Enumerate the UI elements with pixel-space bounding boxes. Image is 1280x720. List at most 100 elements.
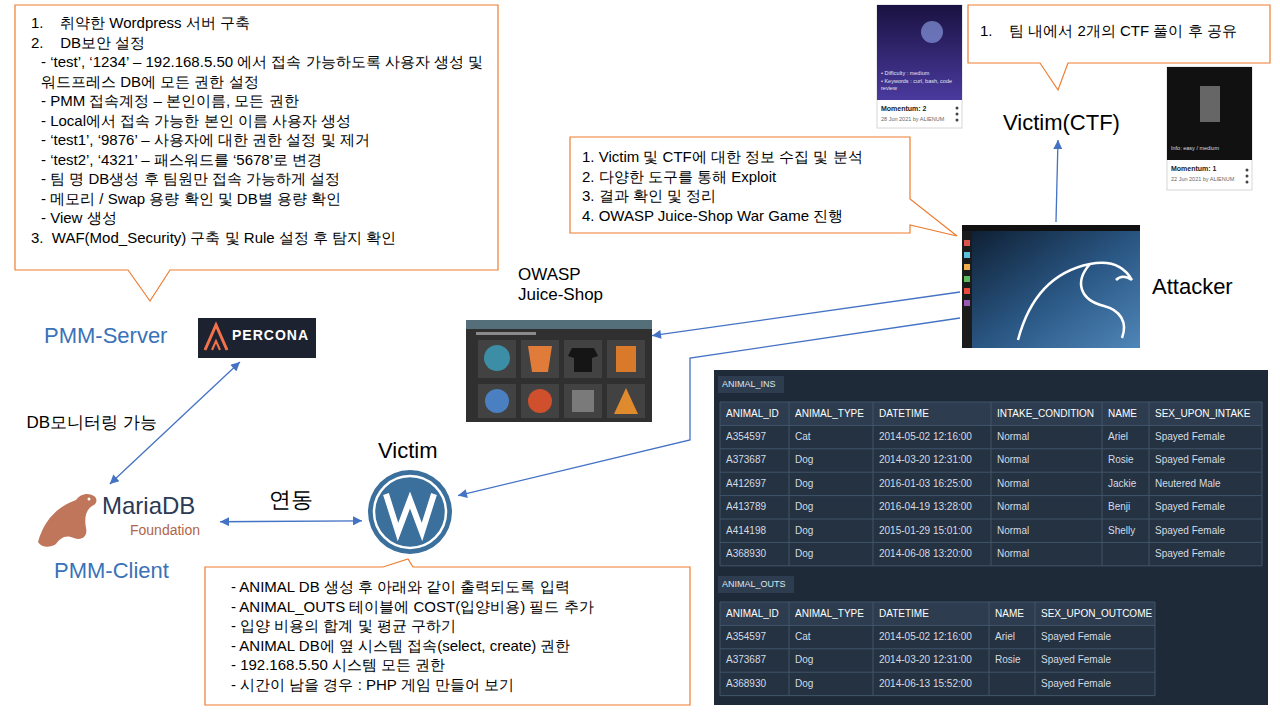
table-cell: 2014-05-02 12:16:00 <box>879 431 972 443</box>
callout-text: - ANIMAL DB 생성 후 아래와 같이 출력되도록 입력 <box>231 577 678 597</box>
label-slot: Dog <box>795 472 813 495</box>
table-header-row <box>720 602 1155 625</box>
wordpress-node: Victim <box>362 438 458 558</box>
callout-text: - Local에서 접속 가능한 본인 이름 사용자 생성 <box>41 111 488 131</box>
label-slot: NAME <box>995 602 1024 625</box>
menu-dot <box>1246 175 1249 178</box>
callout-box: 1. Victim 및 CTF에 대한 정보 수집 및 분석2. 다양한 도구를… <box>570 137 910 233</box>
edge-label-slot: DB모니터링 가능 <box>23 413 161 433</box>
table-cell: Shelly <box>1108 525 1135 537</box>
table-cell: Ariel <box>995 631 1015 643</box>
table-cell: Cat <box>795 631 811 643</box>
product-card <box>521 340 559 378</box>
table-panel <box>714 370 1268 705</box>
percona-icon <box>212 341 220 350</box>
label-slot: Dog <box>795 496 813 519</box>
table-cell: 2014-06-08 13:20:00 <box>879 548 972 560</box>
product-image <box>614 388 638 414</box>
label-slot: Normal <box>997 496 1029 519</box>
callout-border <box>968 5 1270 90</box>
table-grid <box>720 402 1262 566</box>
table-cell: Jackie <box>1108 478 1136 490</box>
table-header: NAME <box>995 608 1024 620</box>
dock-icon <box>964 240 970 246</box>
table-cell: Cat <box>795 431 811 443</box>
server-label: PMM-Server <box>44 323 167 349</box>
wordpress-logo <box>368 470 452 554</box>
product-card <box>607 340 645 378</box>
seal-eye <box>88 498 91 501</box>
wordpress-ring <box>374 476 446 548</box>
label-slot: A368930 <box>726 672 766 695</box>
label-slot: ANIMAL_TYPE <box>795 402 864 425</box>
table-header: DATETIME <box>879 608 929 620</box>
text-slot: Attacker <box>1152 274 1233 300</box>
wordpress-mark <box>386 494 434 532</box>
callout-text: - 메모리 / Swap 용량 확인 및 DB별 용량 확인 <box>41 189 488 209</box>
callout-border <box>15 5 498 301</box>
table-cell: 2016-04-19 13:28:00 <box>879 501 972 513</box>
label-slot: Info: easy / medium <box>1171 145 1219 152</box>
product-image <box>528 389 552 413</box>
label-slot: Neutered Male <box>1155 472 1221 495</box>
table-cell: Dog <box>795 478 813 490</box>
ctf-card <box>877 5 962 128</box>
label-slot: Jackie <box>1108 472 1136 495</box>
node-label: Attacker <box>1152 274 1233 300</box>
label-slot: A368930 <box>726 542 766 565</box>
table-header: INTAKE_CONDITION <box>997 408 1094 420</box>
table-title: ANIMAL_INS <box>722 379 776 390</box>
label-slot: 2014-03-20 12:31:00 <box>879 649 972 672</box>
callout-border <box>570 137 957 236</box>
label-slot: 2014-03-20 12:31:00 <box>879 449 972 472</box>
label-slot: A354597 <box>726 425 766 448</box>
callout-text: 1. 취약한 Wordpress 서버 구축 <box>31 13 488 33</box>
node-label: OWASP Juice-Shop <box>518 265 630 305</box>
menu-dot <box>956 107 959 110</box>
label-slot: Normal <box>997 519 1029 542</box>
label-slot: Dog <box>795 649 813 672</box>
callout-text: - ‘test’, ‘1234’ – 192.168.5.50 에서 접속 가능… <box>41 52 488 91</box>
text-slot: MariaDB <box>102 492 195 520</box>
product-card <box>564 384 602 418</box>
callout-box: - ANIMAL DB 생성 후 아래와 같이 출력되도록 입력- ANIMAL… <box>205 567 690 705</box>
label-slot: A354597 <box>726 625 766 648</box>
label-slot: A373687 <box>726 649 766 672</box>
callout-text: - ‘test1’, ‘9876’ – 사용자에 대한 권한 설정 및 제거 <box>41 130 488 150</box>
ctf-image <box>1167 67 1252 160</box>
table-header: SEX_UPON_INTAKE <box>1155 408 1250 420</box>
table-body <box>720 602 1155 696</box>
callout-text: 1. 팀 내에서 2개의 CTF 풀이 후 공유 <box>980 21 1258 41</box>
label-slot: 28 Jun 2021 by ALIENUM <box>881 116 944 123</box>
table-tab <box>718 576 794 593</box>
table-header: ANIMAL_TYPE <box>795 608 864 620</box>
menu-dot <box>956 113 959 116</box>
label-slot: Momentum: 1 <box>1171 165 1217 173</box>
logo-text: MariaDB <box>102 492 195 520</box>
screenshot <box>466 320 652 422</box>
table-header: SEX_UPON_OUTCOME <box>1041 608 1152 620</box>
edge-label-slot: 연동 <box>265 487 317 513</box>
table-cell: A373687 <box>726 454 766 466</box>
table-grid <box>720 602 1155 696</box>
table-tab <box>718 376 784 393</box>
callout-text: - ANIMAL_OUTS 테이블에 COST(입양비용) 필드 추가 <box>231 597 678 617</box>
connector-arrow <box>652 292 960 336</box>
label-slot: • Keywords : curl, bash, code review <box>881 78 955 91</box>
product-card <box>607 384 645 418</box>
callout-text: - 입양 비용의 합계 및 평균 구하기 <box>231 616 678 636</box>
table-cell: A373687 <box>726 654 766 666</box>
connector-arrow <box>1056 140 1058 222</box>
ctf-card <box>1167 67 1252 190</box>
card-text: 28 Jun 2021 by ALIENUM <box>881 116 944 123</box>
app-subtitle <box>476 332 536 335</box>
label-slot: Spayed Female <box>1155 425 1225 448</box>
label-slot: 2015-01-29 15:01:00 <box>879 519 972 542</box>
table-cell: Neutered Male <box>1155 478 1221 490</box>
label-slot: Benji <box>1108 496 1130 519</box>
product-image <box>528 346 552 372</box>
juice-shop-node: OWASP Juice-Shop <box>466 265 652 422</box>
label-slot: ANIMAL_ID <box>726 402 779 425</box>
label-slot: ANIMAL_ID <box>726 602 779 625</box>
card-title: Momentum: 1 <box>1171 165 1217 173</box>
